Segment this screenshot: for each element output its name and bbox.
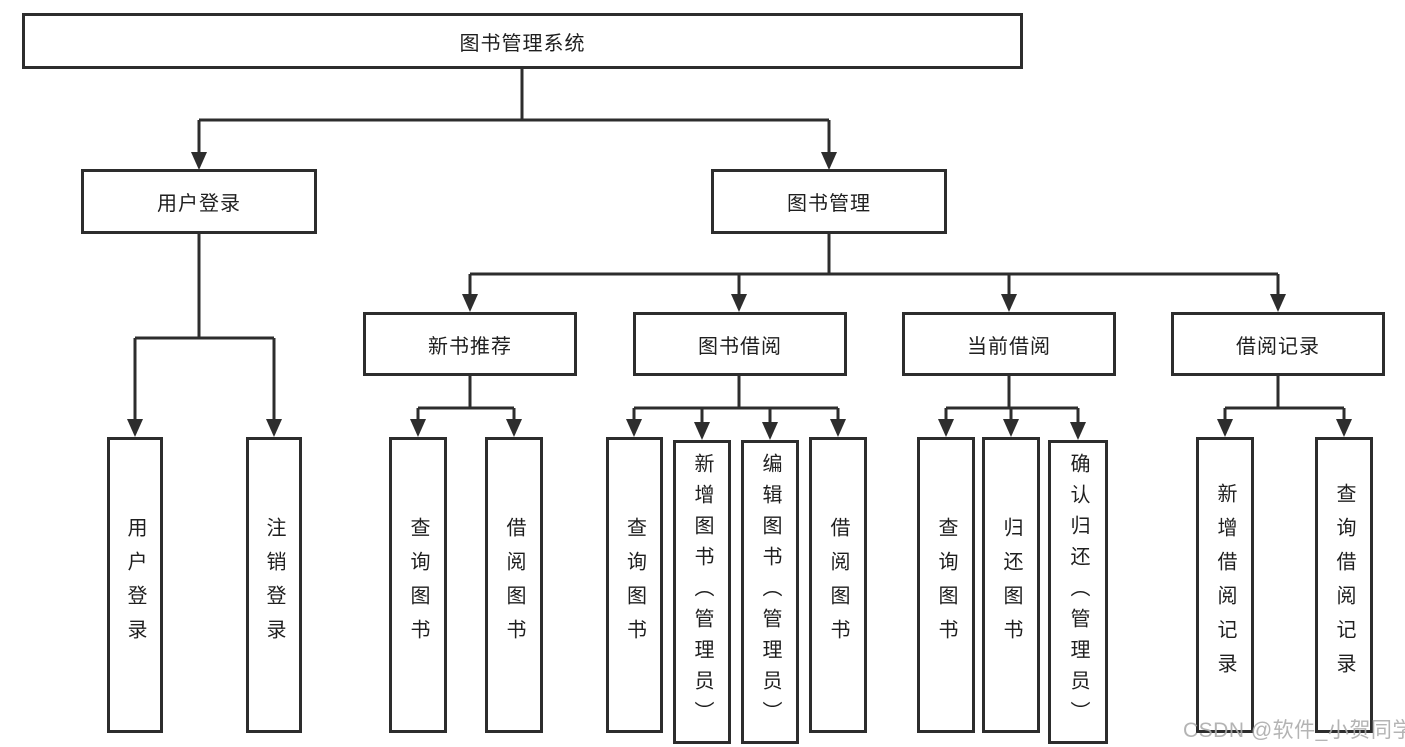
leaf-records-query-record: 查询借阅记录 <box>1315 437 1373 733</box>
leaf-borrow-edit-books-admin: 编辑图书（管理员） <box>741 440 799 744</box>
node-group-new-book-rec: 新书推荐 <box>363 312 577 376</box>
leaf-newrec-borrow-books: 借阅图书 <box>485 437 543 733</box>
node-group-current-borrow: 当前借阅 <box>902 312 1116 376</box>
leaf-borrow-add-books-admin: 新增图书（管理员） <box>673 440 731 744</box>
csdn-watermark: CSDN @软件_小贺同学 <box>1183 719 1405 742</box>
node-group-borrow-records: 借阅记录 <box>1171 312 1385 376</box>
leaf-current-return-books: 归还图书 <box>982 437 1040 733</box>
leaf-logout: 注销登录 <box>246 437 302 733</box>
leaf-user-login: 用户登录 <box>107 437 163 733</box>
leaf-current-confirm-return-admin: 确认归还（管理员） <box>1048 440 1108 744</box>
node-branch-book-mgmt: 图书管理 <box>711 169 947 234</box>
leaf-current-query-books: 查询图书 <box>917 437 975 733</box>
leaf-newrec-query-books: 查询图书 <box>389 437 447 733</box>
leaf-records-add-record: 新增借阅记录 <box>1196 437 1254 733</box>
node-branch-user-login: 用户登录 <box>81 169 317 234</box>
node-group-book-borrow: 图书借阅 <box>633 312 847 376</box>
leaf-borrow-borrow-books: 借阅图书 <box>809 437 867 733</box>
leaf-borrow-query-books: 查询图书 <box>606 437 663 733</box>
node-root: 图书管理系统 <box>22 13 1023 69</box>
arrowheads <box>127 152 1352 440</box>
